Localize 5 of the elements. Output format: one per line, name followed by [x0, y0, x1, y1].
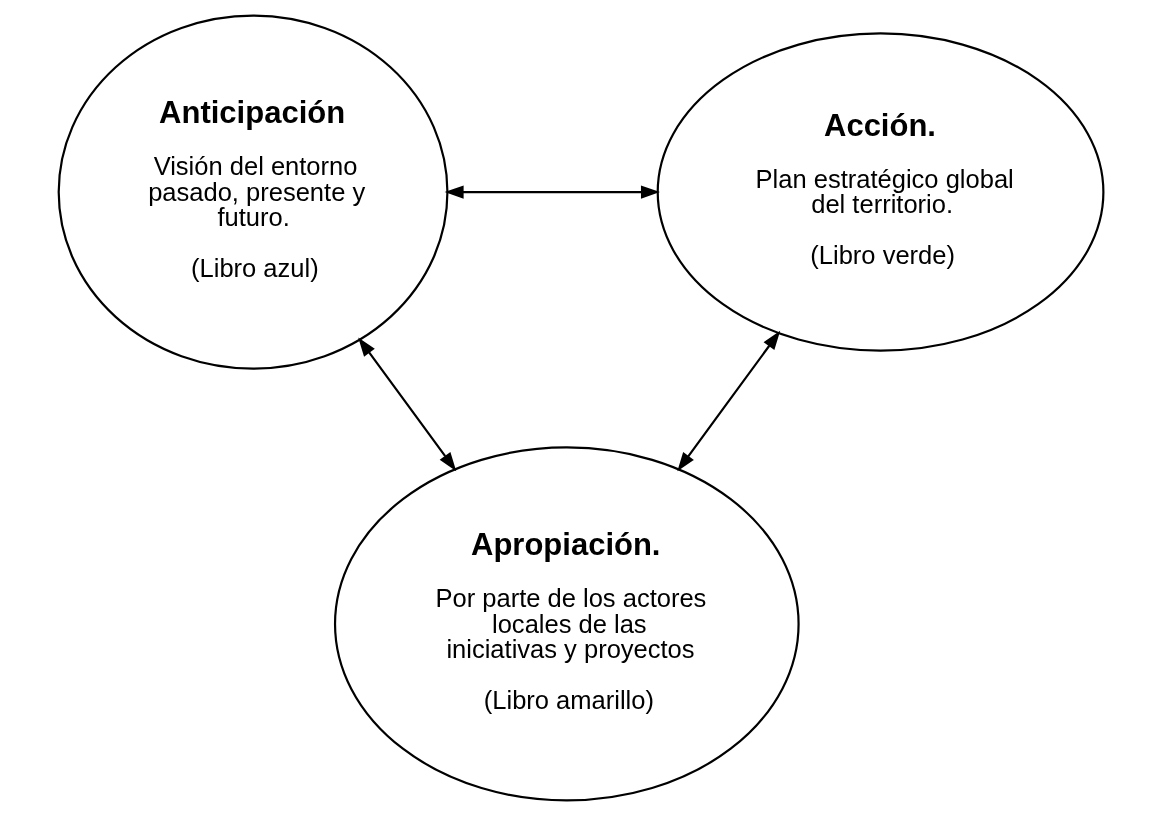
arrow [444, 185, 660, 199]
node-circle: Anticipación Visión del entorno pasado, presente y futuro. (Libro azul) [57, 14, 449, 370]
arrow [358, 337, 457, 472]
arrow [677, 330, 781, 472]
node-ellipse: Apropiación. Por parte de los actores locales de las iniciativas y proyectos (Libro amarillo) [333, 446, 800, 802]
